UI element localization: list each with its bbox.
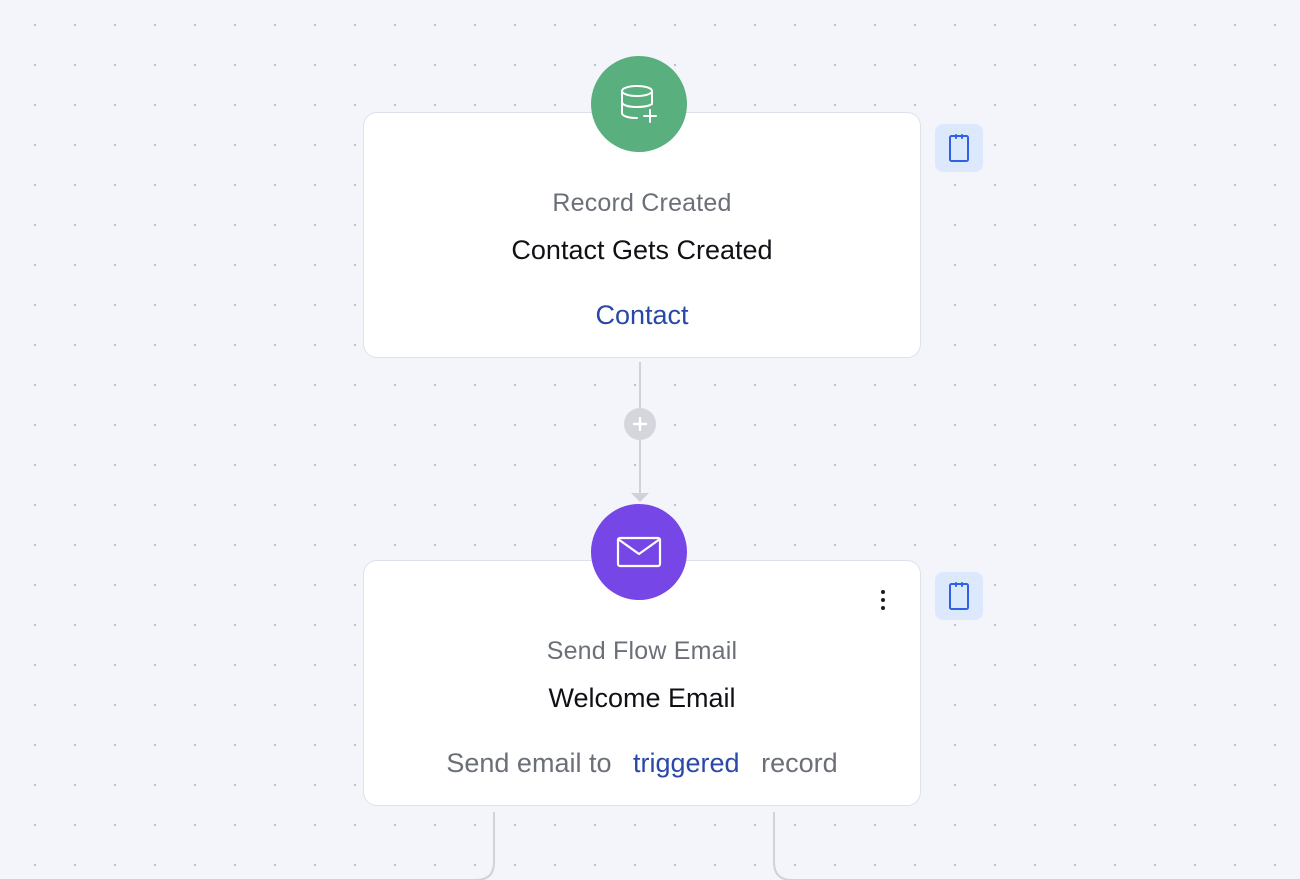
trigger-title: Contact Gets Created	[511, 235, 773, 265]
plus-icon	[632, 416, 648, 432]
mail-icon	[591, 504, 687, 600]
email-detail: Send email to triggered record	[364, 748, 920, 779]
more-vertical-icon[interactable]	[868, 585, 898, 615]
trigger-node-card[interactable]: Record Created Contact Gets Created Cont…	[363, 112, 921, 358]
connector-arrowhead	[631, 493, 649, 502]
notes-icon	[949, 134, 969, 162]
trigger-type-label: Record Created	[552, 189, 732, 217]
database-add-icon	[591, 56, 687, 152]
email-node-card[interactable]: Send Flow Email Welcome Email Send email…	[363, 560, 921, 806]
notes-icon	[949, 582, 969, 610]
email-detail-prefix: Send email to	[446, 748, 612, 778]
email-detail-link[interactable]: triggered	[633, 748, 740, 778]
email-notes-button[interactable]	[935, 572, 983, 620]
trigger-object-link[interactable]: Contact	[595, 300, 689, 330]
trigger-notes-button[interactable]	[935, 124, 983, 172]
add-step-button[interactable]	[624, 408, 656, 440]
trigger-detail: Contact	[364, 300, 920, 331]
branch-line-right	[773, 812, 1300, 880]
email-detail-suffix: record	[761, 748, 838, 778]
email-type-label: Send Flow Email	[546, 637, 738, 665]
branch-line-left	[0, 812, 495, 880]
email-title: Welcome Email	[548, 683, 736, 713]
